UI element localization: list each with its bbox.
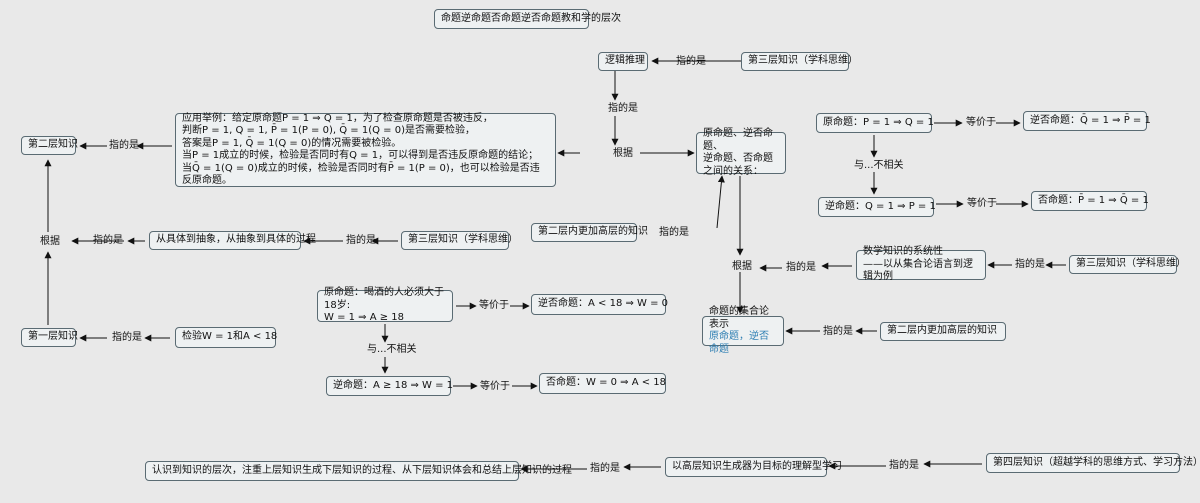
label-deng-jia-yu-1: 等价于 [479, 300, 509, 311]
node-application-example[interactable]: 应用举例：给定原命题P = 1 ⇒ Q = 1，为了检查原命题是否被违反， 判断… [175, 113, 556, 187]
node-third-layer-thinking-1[interactable]: 第三层知识（学科思维） [741, 52, 858, 71]
set-highlight: 原命题，逆否命题 [709, 331, 769, 355]
node-drink-original[interactable]: 原命题：喝酒的人必须大于18岁: W = 1 ⇒ A ≥ 18 [317, 287, 453, 323]
example-line-1: 应用举例：给定原命题P = 1 ⇒ Q = 1，为了检查原命题是否被违反， [182, 112, 493, 124]
node-concrete-abstract[interactable]: 从具体到抽象，从抽象到具体的过程 [149, 231, 316, 250]
label-unrelated-2: 与...不相关 [854, 160, 904, 171]
label-deng-jia-yu-4: 等价于 [967, 198, 997, 209]
label-zhi-de-shi-8: 指的是 [786, 262, 816, 273]
node-pq-inverse[interactable]: 否命题：P̄ = 1 ⇒ Q̄ = 1 [1031, 191, 1149, 211]
node-relation[interactable]: 原命题、逆否命题、 逆命题、否命题 之间的关系： [696, 128, 786, 177]
title-text: 命题逆命题否命题逆否命题教和学的层次 [441, 12, 621, 24]
label-zhi-de-shi-7: 指的是 [112, 332, 142, 343]
node-fourth-layer[interactable]: 第四层知识（超越学科的思维方式、学习方法） [986, 453, 1200, 473]
node-third-layer-thinking-2[interactable]: 第三层知识（学科思维） [401, 231, 518, 250]
label-zhi-de-shi-11: 指的是 [590, 463, 620, 474]
node-second-layer[interactable]: 第二层知识 [21, 136, 78, 155]
label-zhi-de-shi-1: 指的是 [676, 56, 706, 67]
title-node[interactable]: 命题逆命题否命题逆否命题教和学的层次 [434, 9, 621, 29]
node-set-representation[interactable]: 命题的集合论表示 原命题，逆否命题 [702, 306, 784, 355]
label-zhi-de-shi-9: 指的是 [1015, 259, 1045, 270]
node-pq-contrapositive[interactable]: 逆否命题：Q̄ = 1 ⇒ P̄ = 1 [1023, 111, 1151, 131]
node-high-generator[interactable]: 以高层知识生成器为目标的理解型学习 [665, 457, 842, 477]
label-gen-ju-2: 根据 [40, 236, 60, 247]
node-second-higher-1[interactable]: 第二层内更加高层的知识 [531, 223, 648, 242]
node-system[interactable]: 数学知识的系统性 ——以从集合论语言到逻辑为例 [856, 246, 986, 282]
label-gen-ju-1: 根据 [613, 148, 633, 159]
node-recognize-layers[interactable]: 认识到知识的层次，注重上层知识生成下层知识的过程、从下层知识体会和总结上层知识的… [145, 461, 572, 481]
label-gen-ju-3: 根据 [732, 261, 752, 272]
label-deng-jia-yu-2: 等价于 [480, 381, 510, 392]
example-line-4: 当P = 1成立的时候，检验是否同时有Q = 1，可以得到是否违反原命题的结论； [182, 150, 539, 161]
label-deng-jia-yu-3: 等价于 [966, 117, 996, 128]
node-third-layer-thinking-3[interactable]: 第三层知识（学科思维） [1069, 255, 1186, 274]
example-line-5: 当Q̄ = 1(Q = 0)成立的时候，检验是否同时有P̄ = 1(P = 0)… [182, 162, 540, 187]
node-pq-converse[interactable]: 逆命题：Q = 1 ⇒ P = 1 [818, 197, 936, 217]
node-first-layer[interactable]: 第一层知识 [21, 328, 78, 347]
label-zhi-de-shi-10: 指的是 [823, 326, 853, 337]
example-line-2: 判断P = 1, Q = 1, P̄ = 1(P = 0), Q̄ = 1(Q … [182, 125, 475, 136]
label-zhi-de-shi-6: 指的是 [346, 235, 376, 246]
label-zhi-de-shi-4: 指的是 [659, 227, 689, 238]
node-drink-inverse[interactable]: 否命题：W = 0 ⇒ A < 18 [539, 373, 666, 394]
example-line-3: 答案是P = 1, Q̄ = 1(Q = 0)的情况需要被检验。 [182, 137, 402, 149]
label-zhi-de-shi-2: 指的是 [608, 103, 638, 114]
label-unrelated-1: 与...不相关 [367, 344, 417, 355]
node-check-w[interactable]: 检验W = 1和A < 18 [175, 327, 277, 348]
edge-4 [716, 175, 725, 229]
label-zhi-de-shi-3: 指的是 [109, 140, 139, 151]
label-zhi-de-shi-12: 指的是 [889, 460, 919, 471]
node-logic-reasoning[interactable]: 逻辑推理 [598, 52, 648, 71]
node-drink-converse[interactable]: 逆命题：A ≥ 18 ⇒ W = 1 [326, 376, 453, 396]
node-pq-original[interactable]: 原命题：P = 1 ⇒ Q = 1 [816, 113, 934, 133]
node-drink-contrapositive[interactable]: 逆否命题：A < 18 ⇒ W = 0 [531, 294, 668, 315]
label-zhi-de-shi-5: 指的是 [93, 235, 123, 246]
node-second-higher-2[interactable]: 第二层内更加高层的知识 [880, 322, 1006, 341]
